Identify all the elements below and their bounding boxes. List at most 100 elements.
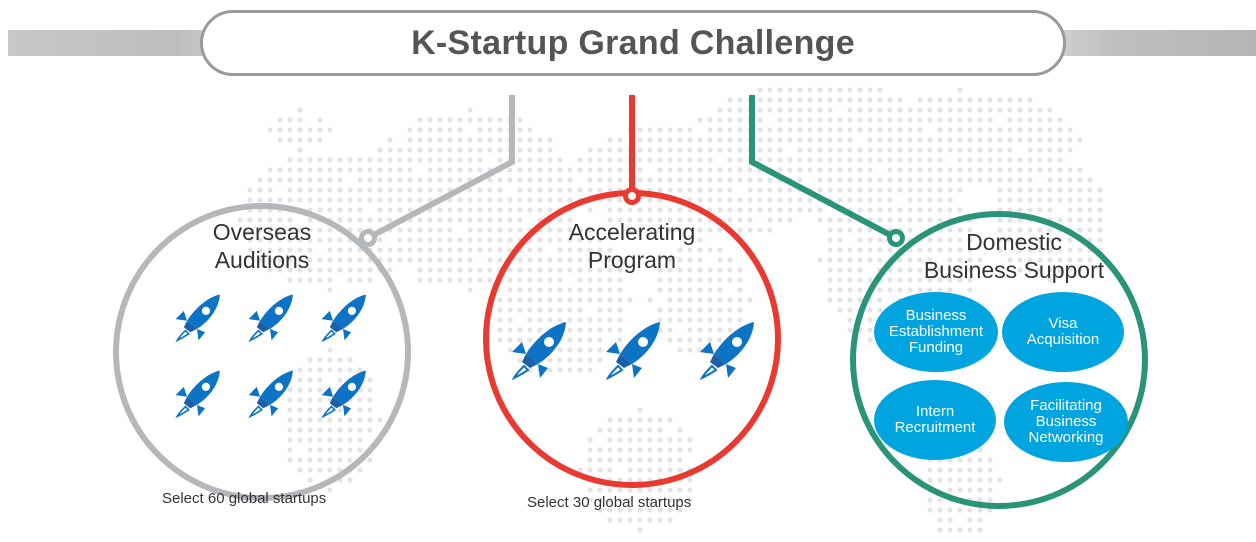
map-dot [527,167,533,173]
map-dot [387,147,393,153]
map-dot [467,217,473,223]
map-dot [297,277,303,283]
map-dot [447,237,453,243]
map-dot [947,527,953,533]
map-dot [707,287,713,293]
map-dot [547,357,553,363]
map-dot [607,247,613,253]
map-dot [1007,97,1013,103]
map-dot [367,277,373,283]
map-dot [637,147,643,153]
map-dot [287,407,293,413]
map-dot [287,217,293,223]
map-dot [447,247,453,253]
map-dot [777,107,783,113]
map-dot [297,147,303,153]
map-dot [297,107,303,113]
connector-gray [366,95,515,241]
map-dot [437,227,443,233]
page-title: K-Startup Grand Challenge [411,23,855,62]
map-dot [607,417,613,423]
map-dot [1017,257,1023,263]
map-dot [557,167,563,173]
map-dot [577,327,583,333]
map-dot [877,187,883,193]
map-dot [837,137,843,143]
map-dot [957,137,963,143]
map-dot [357,447,363,453]
map-dot [277,237,283,243]
map-dot [927,287,933,293]
map-dot [697,157,703,163]
map-dot [617,507,623,513]
map-dot [1057,187,1063,193]
map-dot [677,167,683,173]
map-dot [367,177,373,183]
map-dot [747,227,753,233]
map-dot [717,227,723,233]
map-dot [947,277,953,283]
map-dot [887,107,893,113]
map-dot [1077,257,1083,263]
map-dot [407,127,413,133]
map-dot [637,157,643,163]
map-dot [527,277,533,283]
accelerating-label-line1: Accelerating [568,219,696,245]
map-dot [567,347,573,353]
map-dot [1037,207,1043,213]
map-dot [777,217,783,223]
map-dot [577,297,583,303]
map-dot [797,167,803,173]
map-dot [337,177,343,183]
map-dot [467,117,473,123]
map-dot [307,247,313,253]
map-dot [1007,167,1013,173]
map-dot [847,217,853,223]
map-dot [617,427,623,433]
map-dot [717,167,723,173]
map-dot [847,277,853,283]
map-dot [857,127,863,133]
map-dot [367,407,373,413]
map-dot [1027,137,1033,143]
map-dot [407,207,413,213]
map-dot [847,247,853,253]
map-dot [507,247,513,253]
map-dot [837,247,843,253]
map-dot [987,117,993,123]
map-dot [527,287,533,293]
map-dot [507,287,513,293]
map-dot [917,197,923,203]
map-dot [347,247,353,253]
map-dot [607,327,613,333]
map-dot [417,197,423,203]
map-dot [797,117,803,123]
map-dot [337,237,343,243]
map-dot [817,167,823,173]
map-dot [737,127,743,133]
map-dot [857,147,863,153]
map-dot [597,447,603,453]
map-dot [837,87,843,93]
map-dot [927,497,933,503]
map-dot [667,447,673,453]
map-dot [717,267,723,273]
map-dot [377,217,383,223]
map-dot [727,97,733,103]
map-dot [697,167,703,173]
map-dot [657,157,663,163]
map-dot [357,397,363,403]
map-dot [617,137,623,143]
map-dot [267,177,273,183]
map-dot [247,187,253,193]
map-dot [687,447,693,453]
map-dot [557,227,563,233]
overseas-label-line2: Auditions [214,247,310,273]
map-dot [937,147,943,153]
map-dot [587,167,593,173]
map-dot [647,127,653,133]
map-dot [557,307,563,313]
map-dot [997,237,1003,243]
map-dot [1047,237,1053,243]
map-dot [317,267,323,273]
